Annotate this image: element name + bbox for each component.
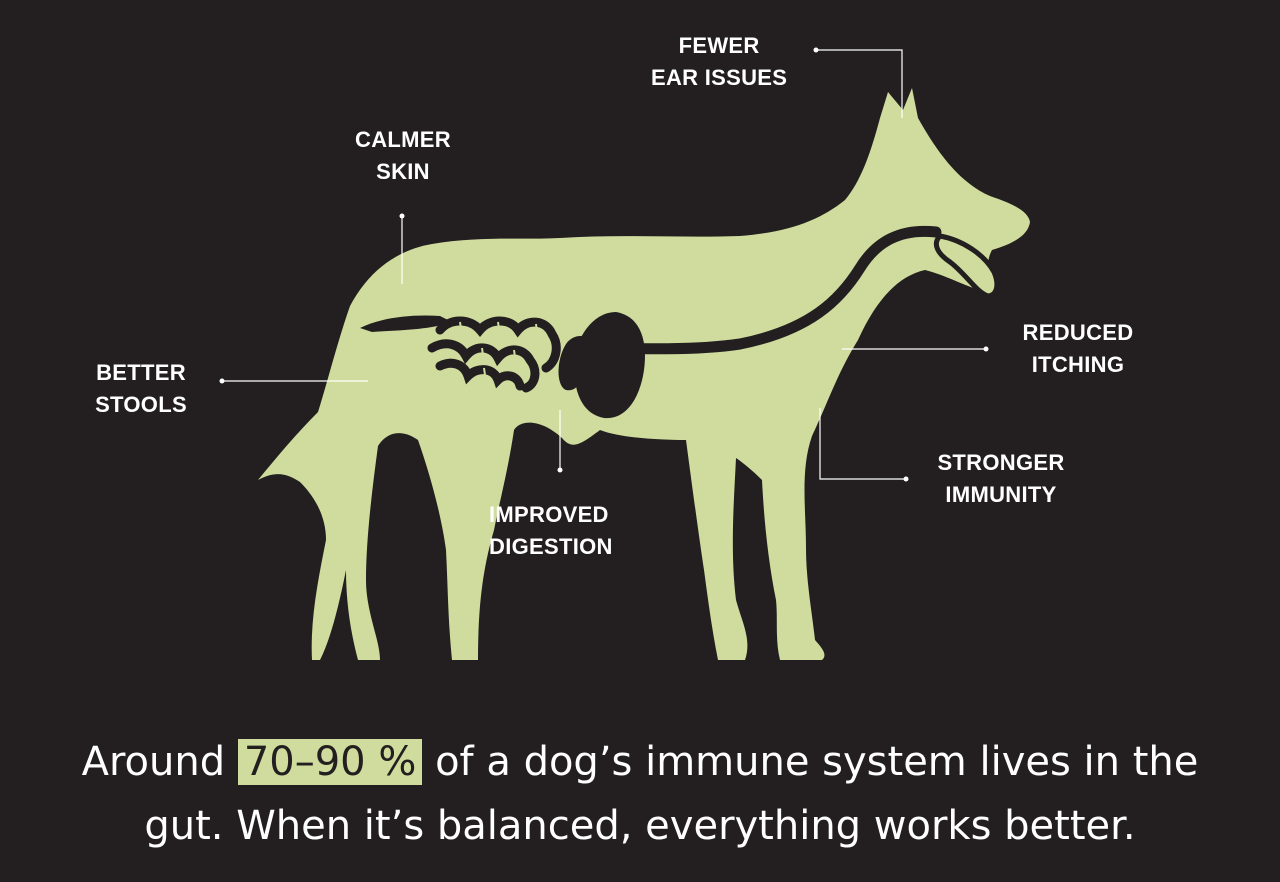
label-fewer-ear-issues: FEWER EAR ISSUES [651, 30, 787, 94]
label-line: BETTER [96, 360, 186, 385]
caption-line-1: Around 70–90 % of a dog’s immune system … [0, 730, 1280, 794]
label-line: IMMUNITY [945, 482, 1057, 507]
leader-ears [816, 49, 903, 118]
caption: Around 70–90 % of a dog’s immune system … [0, 730, 1280, 858]
tongue [933, 233, 1000, 299]
colon [360, 315, 452, 332]
label-line: IMPROVED [489, 502, 609, 527]
label-line: DIGESTION [489, 534, 613, 559]
leader-dots [219, 47, 989, 482]
label-line: FEWER [678, 33, 760, 58]
stomach [558, 335, 640, 391]
label-line: ITCHING [1031, 352, 1125, 377]
esophagus [574, 225, 942, 355]
label-line: SKIN [376, 159, 430, 184]
label-line: CALMER [355, 127, 451, 152]
caption-text: of a dog’s immune system lives in the [422, 739, 1199, 785]
caption-text: Around [81, 739, 238, 785]
dog-gut-diagram [219, 47, 1030, 660]
label-improved-digestion: IMPROVED DIGESTION [489, 499, 613, 563]
leader-lines [222, 49, 986, 480]
label-stronger-immunity: STRONGER IMMUNITY [928, 447, 1074, 511]
label-line: EAR ISSUES [651, 65, 788, 90]
leader-immunity [819, 408, 906, 480]
label-calmer-skin: CALMER SKIN [348, 124, 458, 188]
label-line: STOOLS [95, 392, 187, 417]
caption-line-2: gut. When it’s balanced, everything work… [144, 803, 1136, 849]
dog-silhouette [258, 88, 1030, 660]
label-line: REDUCED [1022, 320, 1134, 345]
label-reduced-itching: REDUCED ITCHING [1016, 317, 1140, 381]
label-better-stools: BETTER STOOLS [88, 357, 194, 421]
label-line: STRONGER [937, 450, 1065, 475]
caption-highlight: 70–90 % [237, 739, 423, 785]
intestine-segments [459, 321, 539, 383]
